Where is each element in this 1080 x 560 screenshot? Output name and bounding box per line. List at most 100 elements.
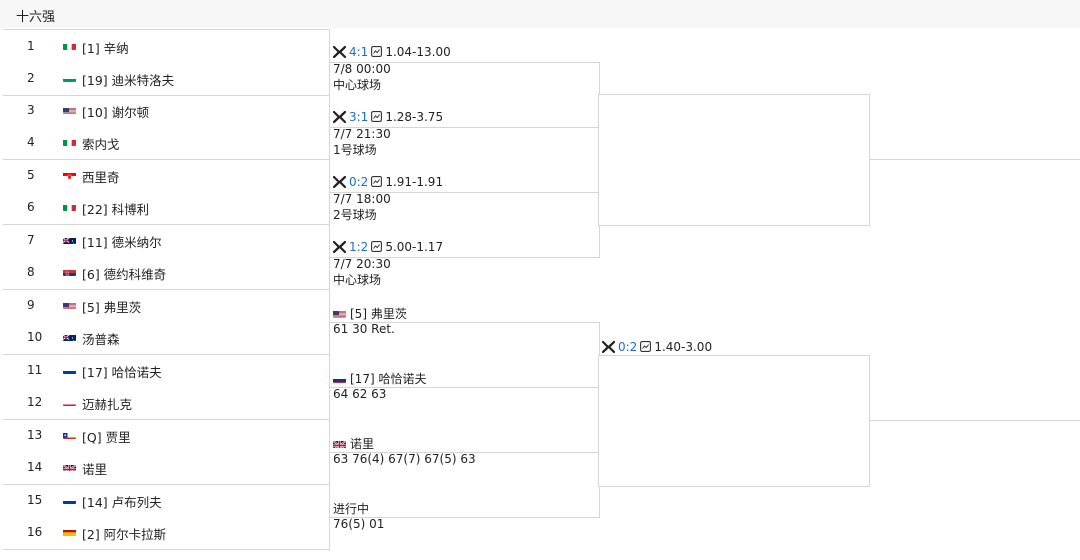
match-summary[interactable]: 4:1 1.04-13.00 xyxy=(332,45,451,59)
match-time: 7/7 18:00 xyxy=(333,192,391,206)
player-row[interactable]: 2 [19] 迪米特洛夫 xyxy=(3,62,329,94)
serbia-flag-icon xyxy=(63,267,76,276)
match-odds: 1.04-13.00 xyxy=(385,45,451,59)
seed-number: 3 xyxy=(27,103,35,117)
set-scores: 61 30 Ret. xyxy=(333,322,395,336)
usa-flag-icon xyxy=(63,105,76,114)
match-time: 7/7 20:30 xyxy=(333,257,391,271)
player-row[interactable]: 10 汤普森 xyxy=(3,321,329,353)
winner-name[interactable]: [5] 弗里茨 xyxy=(350,307,407,321)
odds-chart-icon[interactable] xyxy=(371,176,383,187)
seed-number: 7 xyxy=(27,233,35,247)
match-odds: 1.91-1.91 xyxy=(385,175,444,189)
player-row[interactable]: 15[14] 卢布列夫 xyxy=(3,484,329,516)
winner-name[interactable]: 进行中 xyxy=(333,502,370,516)
seed-number: 10 xyxy=(27,330,43,344)
player-name[interactable]: 迈赫扎克 xyxy=(82,397,133,412)
australia-flag-icon xyxy=(63,235,76,244)
player-name[interactable]: [Q] 贾里 xyxy=(82,430,131,445)
player-row[interactable]: 3 [10] 谢尔顿 xyxy=(3,94,329,126)
seed-number: 9 xyxy=(27,298,35,312)
match-summary[interactable]: 0:2 1.91-1.91 xyxy=(332,175,444,189)
odds-chart-icon[interactable] xyxy=(371,241,383,252)
player-name[interactable]: 索内戈 xyxy=(82,137,120,152)
player-pair: 7 [11] 德米纳尔 8[6] 德约科维奇 xyxy=(3,224,329,290)
match-time: 7/8 00:00 xyxy=(333,62,391,76)
bulgaria-flag-icon xyxy=(63,73,76,82)
player-name[interactable]: [19] 迪米特洛夫 xyxy=(82,73,175,88)
player-row[interactable]: 16[2] 阿尔卡拉斯 xyxy=(3,516,329,548)
italy-flag-icon xyxy=(63,137,76,146)
player-name[interactable]: 汤普森 xyxy=(82,332,120,347)
player-name[interactable]: [10] 谢尔顿 xyxy=(82,105,150,120)
bracket-connector xyxy=(868,420,1080,421)
match-score-link[interactable]: 0:2 xyxy=(618,340,638,354)
winner-name[interactable]: 诺里 xyxy=(350,437,375,451)
italy-flag-icon xyxy=(63,202,76,211)
player-name[interactable]: 诺里 xyxy=(82,462,108,477)
seed-number: 1 xyxy=(27,39,35,53)
player-row[interactable]: 13 [Q] 贾里 xyxy=(3,419,329,451)
player-row[interactable]: 9 [5] 弗里茨 xyxy=(3,289,329,321)
usa-flag-icon xyxy=(333,309,346,318)
odds-chart-icon[interactable] xyxy=(640,341,652,352)
qf-winner[interactable]: [5] 弗里茨 xyxy=(333,305,407,322)
player-row[interactable]: 8[6] 德约科维奇 xyxy=(3,256,329,288)
player-row[interactable]: 7 [11] 德米纳尔 xyxy=(3,224,329,256)
player-name[interactable]: [5] 弗里茨 xyxy=(82,300,142,315)
poland-flag-icon xyxy=(63,397,76,406)
versus-icon xyxy=(332,45,347,59)
match-court: 中心球场 xyxy=(333,273,382,287)
match-score-link[interactable]: 4:1 xyxy=(349,45,369,59)
player-name[interactable]: 西里奇 xyxy=(82,170,120,185)
qf-winner[interactable]: [17] 哈恰诺夫 xyxy=(333,370,426,387)
qf-winner[interactable]: 进行中 xyxy=(333,500,369,517)
player-name[interactable]: [1] 辛纳 xyxy=(82,41,129,56)
seed-number: 6 xyxy=(27,200,35,214)
seed-number: 13 xyxy=(27,428,43,442)
player-name[interactable]: [2] 阿尔卡拉斯 xyxy=(82,527,167,542)
sf-match-box xyxy=(598,355,870,487)
player-name[interactable]: [11] 德米纳尔 xyxy=(82,235,162,250)
match-score-link[interactable]: 3:1 xyxy=(349,110,369,124)
australia-flag-icon xyxy=(63,332,76,341)
winner-name[interactable]: [17] 哈恰诺夫 xyxy=(350,372,427,386)
player-row[interactable]: 6 [22] 科博利 xyxy=(3,191,329,223)
player-name[interactable]: [6] 德约科维奇 xyxy=(82,267,167,282)
match-score-link[interactable]: 1:2 xyxy=(349,240,369,254)
croatia-flag-icon xyxy=(63,170,76,179)
seed-number: 2 xyxy=(27,71,35,85)
player-row[interactable]: 11 [17] 哈恰诺夫 xyxy=(3,354,329,386)
versus-icon xyxy=(332,240,347,254)
match-score-link[interactable]: 0:2 xyxy=(349,175,369,189)
odds-chart-icon[interactable] xyxy=(371,111,383,122)
uk-flag-icon xyxy=(63,462,76,471)
match-court: 2号球场 xyxy=(333,208,377,222)
player-row[interactable]: 1 [1] 辛纳 xyxy=(3,30,329,62)
seed-number: 11 xyxy=(27,363,43,377)
qf-match-box xyxy=(329,192,600,258)
player-name[interactable]: [14] 卢布列夫 xyxy=(82,495,162,510)
versus-icon xyxy=(332,110,347,124)
player-pair: 1 [1] 辛纳 2 [19] 迪米特洛夫 xyxy=(3,29,329,96)
versus-icon xyxy=(601,340,616,354)
player-name[interactable]: [22] 科博利 xyxy=(82,202,150,217)
seed-number: 4 xyxy=(27,135,35,149)
match-court: 中心球场 xyxy=(333,78,382,92)
odds-chart-icon[interactable] xyxy=(371,46,383,57)
qf-match-box xyxy=(329,62,600,128)
usa-flag-icon xyxy=(63,300,76,309)
player-row[interactable]: 4 索内戈 xyxy=(3,126,329,158)
player-name[interactable]: [17] 哈恰诺夫 xyxy=(82,365,162,380)
uk-flag-icon xyxy=(333,439,346,448)
qf-winner[interactable]: 诺里 xyxy=(333,435,374,452)
